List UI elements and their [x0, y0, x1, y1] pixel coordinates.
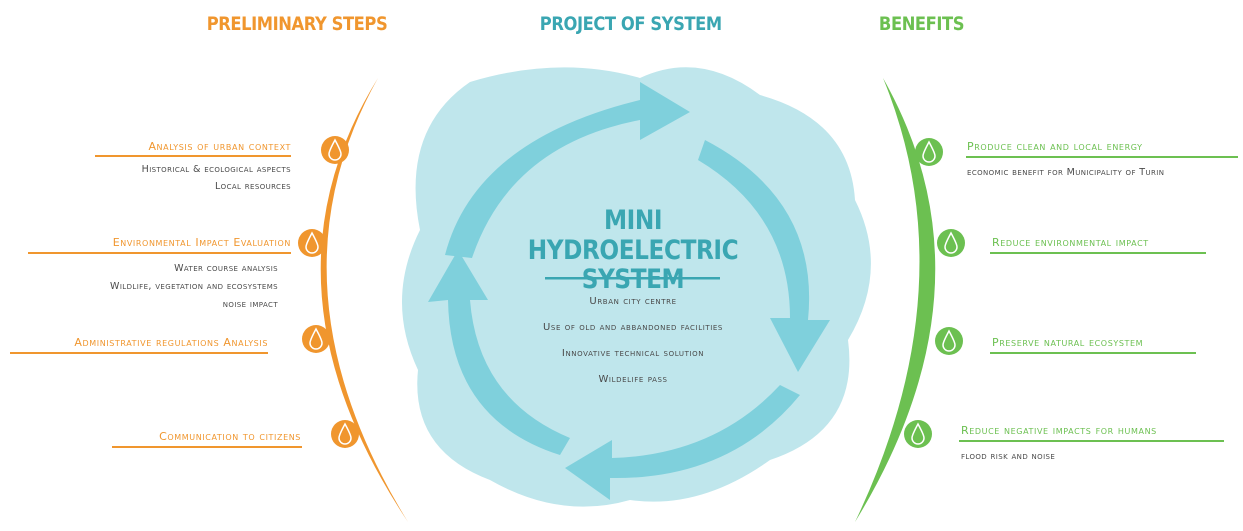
step-underline — [10, 352, 268, 354]
step-node-3 — [302, 325, 330, 353]
step-detail: Wildlife, vegetation and ecosystems — [110, 281, 278, 292]
center-item: Innovative technical solution — [561, 348, 705, 359]
step-detail: Water course analysis — [174, 263, 278, 274]
arrow-left — [428, 250, 570, 455]
step-underline — [112, 446, 302, 448]
arrow-right — [698, 140, 830, 372]
benefit-node-4 — [904, 420, 932, 448]
water-drop-icon — [328, 138, 342, 161]
benefit-title: Produce clean and local energy — [967, 140, 1143, 153]
preliminary-steps-heading: PRELIMINARY STEPS — [206, 13, 388, 35]
arrow-bottom — [565, 385, 800, 500]
center-item: Use of old and abbandoned facilities — [543, 322, 723, 333]
step-detail: noise impact — [222, 299, 278, 310]
benefit-underline — [990, 252, 1206, 254]
benefit-node-1 — [915, 138, 943, 166]
water-drop-icon — [911, 422, 925, 445]
center-title-line1: MINI — [603, 205, 663, 236]
step-title: Administrative regulations Analysis — [74, 336, 268, 349]
step-title: Communication to citizens — [159, 430, 301, 443]
benefit-detail: flood risk and noise — [961, 451, 1056, 462]
benefit-node-3 — [935, 327, 963, 355]
step-title: Environmental Impact Evaluation — [112, 236, 291, 249]
benefits-arc — [855, 78, 936, 522]
circular-arrows-icon — [428, 82, 830, 500]
step-detail: Historical & ecological aspects — [141, 164, 291, 175]
benefit-title: Reduce environmental impact — [992, 236, 1149, 249]
step-node-1 — [321, 136, 349, 164]
benefits-heading: BENEFITS — [878, 13, 965, 35]
step-underline — [28, 252, 291, 254]
center-title-underline — [545, 277, 720, 280]
benefit-node-2 — [937, 229, 965, 257]
step-detail: Local resources — [214, 181, 291, 192]
benefit-underline — [959, 440, 1224, 442]
step-underline — [95, 155, 291, 157]
benefit-detail: economic benefit for Municipality of Tur… — [967, 167, 1165, 178]
water-drop-icon — [305, 231, 319, 254]
water-drop-icon — [942, 329, 956, 352]
benefit-title: Preserve natural ecosystem — [992, 336, 1144, 349]
benefit-title: Reduce negative impacts for humans — [961, 424, 1157, 437]
center-item: Wildelife pass — [598, 374, 668, 385]
step-node-2 — [298, 229, 326, 257]
water-drop-icon — [338, 422, 352, 445]
project-of-system-heading: PROJECT OF SYSTEM — [539, 13, 722, 35]
benefit-underline — [966, 156, 1238, 158]
water-drop-icon — [944, 231, 958, 254]
water-drop-icon — [922, 140, 936, 163]
arrow-top — [445, 82, 690, 258]
water-drop-icon — [309, 327, 323, 350]
center-title-line2: HYDROELECTRIC SYSTEM — [527, 235, 739, 295]
step-node-4 — [331, 420, 359, 448]
benefit-underline — [990, 352, 1196, 354]
step-title: Analysis of urban context — [148, 140, 291, 153]
center-item: Urban city centre — [589, 296, 677, 307]
